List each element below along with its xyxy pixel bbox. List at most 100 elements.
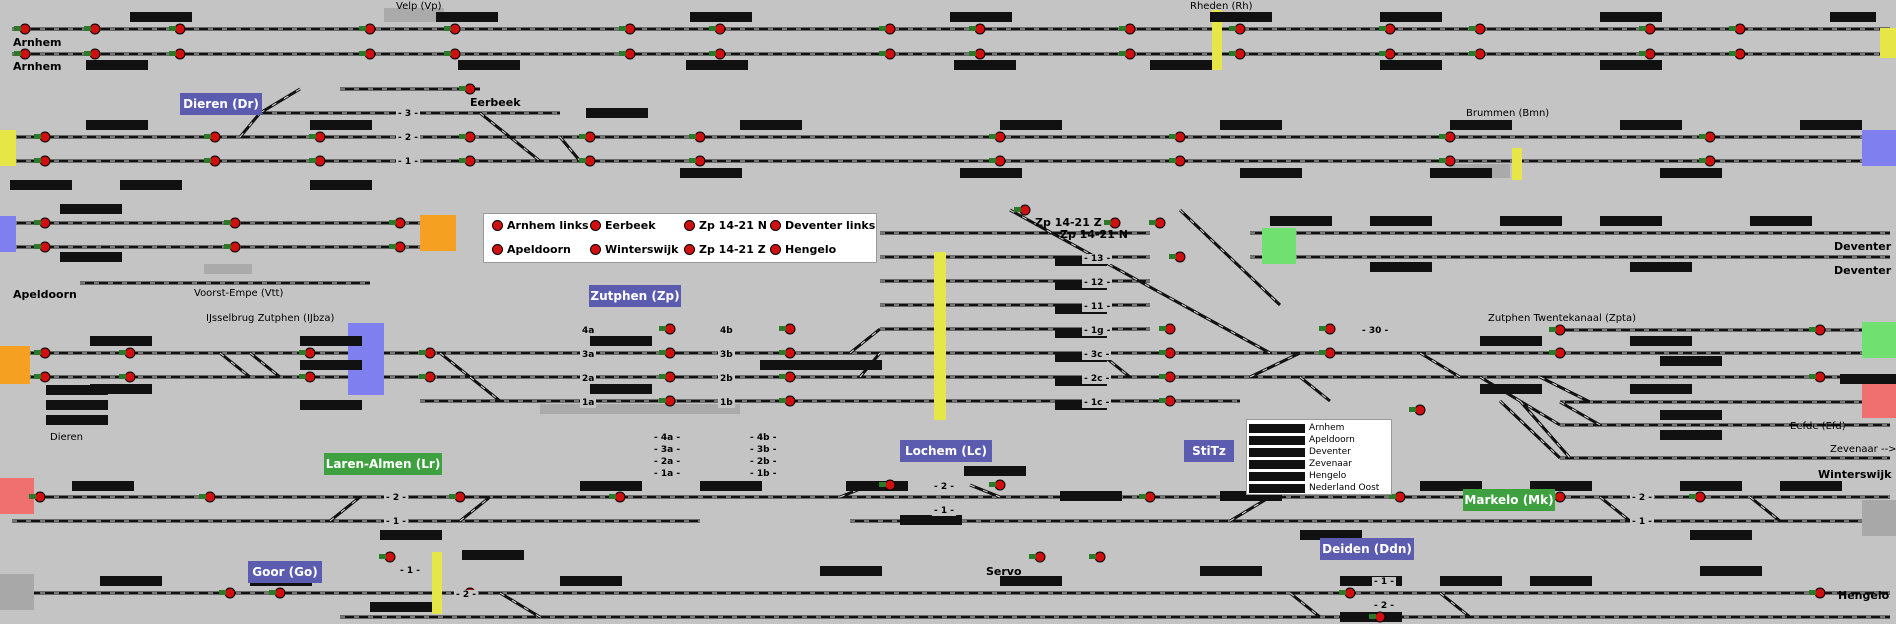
track-label: - 2 -: [932, 482, 956, 492]
signal-lamp: [779, 374, 786, 379]
signal-icon: [1704, 155, 1716, 167]
signal-lamp: [1469, 51, 1476, 56]
legend-item[interactable]: Winterswijk: [590, 243, 678, 256]
track-segment-dash: [1539, 376, 1591, 403]
legend-item[interactable]: Eerbeek: [590, 219, 656, 232]
signal-icon: [89, 23, 101, 35]
track-segment-dash: [559, 136, 581, 162]
counter-block: [130, 12, 192, 22]
counter-block: [1500, 216, 1562, 226]
signal-icon: [1814, 587, 1826, 599]
track-segment: [1518, 400, 1572, 459]
label-ijsselbrug: IJsselbrug Zutphen (IJbza): [206, 313, 335, 324]
signal-lamp: [219, 590, 226, 595]
destination-row[interactable]: Arnhem: [1249, 423, 1344, 433]
signal-icon: [584, 131, 596, 143]
signal-icon: [364, 48, 376, 60]
track-label: - 4a -: [652, 433, 683, 443]
counter-block: [458, 60, 520, 70]
counter-block: [310, 180, 372, 190]
counter-block: [686, 60, 748, 70]
counter-block: [1440, 576, 1502, 586]
signal-icon: [664, 347, 676, 359]
signal-lamp: [389, 244, 396, 249]
counter-block: [1690, 530, 1752, 540]
counter-block: [1600, 216, 1662, 226]
signal-icon: [124, 347, 136, 359]
counter-block: [1660, 430, 1722, 440]
signal-icon: [884, 48, 896, 60]
signal-lamp: [1389, 494, 1396, 499]
signal-lamp: [709, 26, 716, 31]
signal-lamp: [969, 51, 976, 56]
track-label: - 2b -: [748, 457, 779, 467]
destination-row[interactable]: Nederland Oost: [1249, 483, 1379, 493]
signal-lamp: [1159, 374, 1166, 379]
destination-row[interactable]: Deventer: [1249, 447, 1351, 457]
signal-icon: [384, 551, 396, 563]
destination-row[interactable]: Hengelo: [1249, 471, 1346, 481]
signal-icon: [1164, 347, 1176, 359]
signal-icon: [884, 479, 896, 491]
signal-icon: [1164, 371, 1176, 383]
counter-block: [1055, 400, 1107, 410]
signal-icon: [492, 244, 503, 255]
track-segment-dash: [239, 112, 261, 138]
legend-item[interactable]: Hengelo: [770, 243, 836, 256]
track-label: 1a: [580, 398, 597, 408]
signal-lamp: [619, 26, 626, 31]
label-servo: Servo: [986, 565, 1022, 578]
signal-lamp: [389, 220, 396, 225]
counter-block: [950, 12, 1012, 22]
legend-item[interactable]: Arnhem links: [492, 219, 589, 232]
label-zp1421z: Zp 14-21 Z: [1035, 216, 1102, 229]
label-eefde: Eefde (Efd): [1790, 421, 1846, 432]
counter-block: [1249, 423, 1305, 433]
signal-icon: [590, 220, 601, 231]
station-lochem[interactable]: Lochem (Lc): [900, 440, 992, 462]
legend-item[interactable]: Apeldoorn: [492, 243, 571, 256]
counter-block: [740, 120, 802, 130]
station-laren[interactable]: Laren-Almen (Lr): [324, 453, 442, 475]
section-highlight: [1212, 10, 1222, 70]
signal-icon: [994, 131, 1006, 143]
endpoint-apeldoorn: Apeldoorn: [13, 288, 77, 301]
signal-icon: [1164, 395, 1176, 407]
station-stitz[interactable]: StiTz: [1184, 440, 1234, 462]
signal-lamp: [1169, 158, 1176, 163]
station-deiden[interactable]: Deiden (Ddn): [1320, 538, 1414, 560]
destination-row[interactable]: Apeldoorn: [1249, 435, 1355, 445]
station-goor[interactable]: Goor (Go): [248, 561, 322, 583]
signal-lamp: [1369, 614, 1376, 619]
signal-icon: [714, 48, 726, 60]
station-markelo[interactable]: Markelo (Mk): [1463, 489, 1555, 511]
signal-icon: [1109, 217, 1121, 229]
signal-icon: [449, 48, 461, 60]
signal-lamp: [989, 134, 996, 139]
signal-lamp: [1229, 51, 1236, 56]
legend-item[interactable]: Deventer links: [770, 219, 875, 232]
counter-block: [1530, 481, 1592, 491]
signal-lamp: [879, 51, 886, 56]
signal-icon: [364, 23, 376, 35]
legend-item[interactable]: Zp 14-21 Z: [684, 243, 766, 256]
signal-icon: [664, 371, 676, 383]
track-segment-dash: [329, 496, 361, 522]
track-label: - 12 -: [1082, 278, 1113, 288]
station-dieren[interactable]: Dieren (Dr): [180, 93, 262, 115]
legend-item[interactable]: Zp 14-21 N: [684, 219, 767, 232]
signal-icon: [1554, 324, 1566, 336]
track-label: - 2 -: [1630, 493, 1654, 503]
signal-icon: [39, 241, 51, 253]
signal-lamp: [169, 26, 176, 31]
counter-block: [590, 384, 652, 394]
station-zutphen[interactable]: Zutphen (Zp): [589, 285, 681, 307]
label-voorst: Voorst-Empe (Vtt): [194, 288, 284, 299]
signal-icon: [209, 131, 221, 143]
track-segment: [1498, 399, 1562, 460]
destination-row[interactable]: Zevenaar: [1249, 459, 1352, 469]
counter-block: [1660, 410, 1722, 420]
signal-icon: [39, 347, 51, 359]
signal-icon: [694, 131, 706, 143]
track-segment: [1249, 351, 1301, 379]
